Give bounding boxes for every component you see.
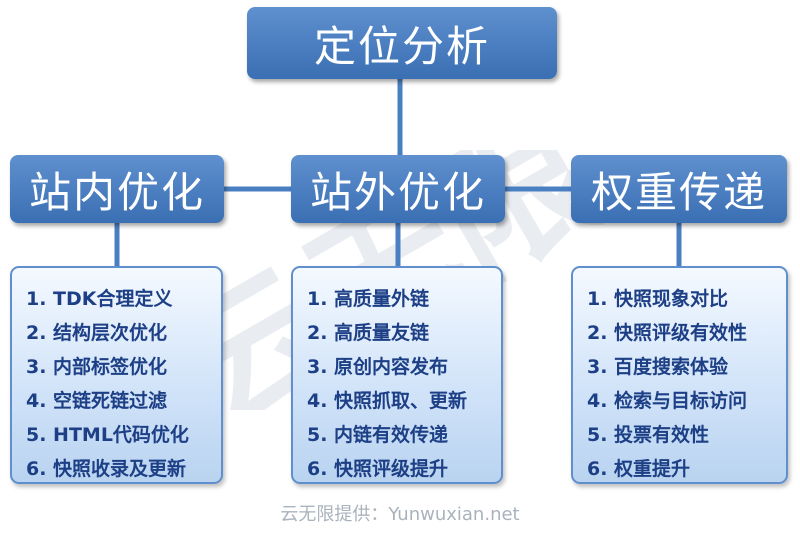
root-node-label: 定位分析 bbox=[313, 21, 490, 71]
onsite-items-list: 1. TDK合理定义 2. 结构层次优化 3. 内部标签优化 4. 空链死链过滤… bbox=[26, 282, 221, 486]
list-item: 6. 快照评级提升 bbox=[307, 458, 449, 480]
branch-node-label: 站内优化 bbox=[28, 167, 205, 217]
list-item: 6. 权重提升 bbox=[587, 458, 691, 480]
list-item: 5. 投票有效性 bbox=[587, 424, 710, 446]
list-item: 2. 高质量友链 bbox=[307, 322, 430, 344]
list-item: 5. HTML代码优化 bbox=[26, 424, 189, 446]
list-item: 2. 结构层次优化 bbox=[26, 322, 168, 344]
list-item: 3. 百度搜索体验 bbox=[587, 356, 729, 378]
list-item: 6. 快照收录及更新 bbox=[26, 458, 187, 480]
list-item: 4. 检索与目标访问 bbox=[587, 390, 748, 412]
list-item: 4. 空链死链过滤 bbox=[26, 390, 168, 412]
weight-items-list: 1. 快照现象对比 2. 快照评级有效性 3. 百度搜索体验 4. 检索与目标访… bbox=[587, 282, 786, 486]
list-item: 1. 快照现象对比 bbox=[587, 288, 729, 310]
list-item: 1. TDK合理定义 bbox=[26, 288, 173, 310]
list-item: 5. 内链有效传递 bbox=[307, 424, 449, 446]
list-item: 1. 高质量外链 bbox=[307, 288, 430, 310]
offsite-items-list: 1. 高质量外链 2. 高质量友链 3. 原创内容发布 4. 快照抓取、更新 5… bbox=[307, 282, 501, 486]
list-item: 3. 原创内容发布 bbox=[307, 356, 449, 378]
weight-items-panel: 1. 快照现象对比 2. 快照评级有效性 3. 百度搜索体验 4. 检索与目标访… bbox=[571, 266, 788, 484]
list-item: 2. 快照评级有效性 bbox=[587, 322, 748, 344]
list-item: 3. 内部标签优化 bbox=[26, 356, 168, 378]
root-node: 定位分析 bbox=[247, 7, 557, 79]
branch-node-offsite: 站外优化 bbox=[291, 155, 505, 223]
list-item: 4. 快照抓取、更新 bbox=[307, 390, 468, 412]
branch-node-label: 权重传递 bbox=[590, 167, 767, 217]
offsite-items-panel: 1. 高质量外链 2. 高质量友链 3. 原创内容发布 4. 快照抓取、更新 5… bbox=[291, 266, 503, 484]
branch-node-weight: 权重传递 bbox=[571, 155, 787, 223]
branch-node-label: 站外优化 bbox=[309, 167, 486, 217]
footer-credit: 云无限提供：Yunwuxian.net bbox=[280, 504, 520, 525]
branch-node-onsite: 站内优化 bbox=[10, 155, 224, 223]
onsite-items-panel: 1. TDK合理定义 2. 结构层次优化 3. 内部标签优化 4. 空链死链过滤… bbox=[10, 266, 223, 484]
